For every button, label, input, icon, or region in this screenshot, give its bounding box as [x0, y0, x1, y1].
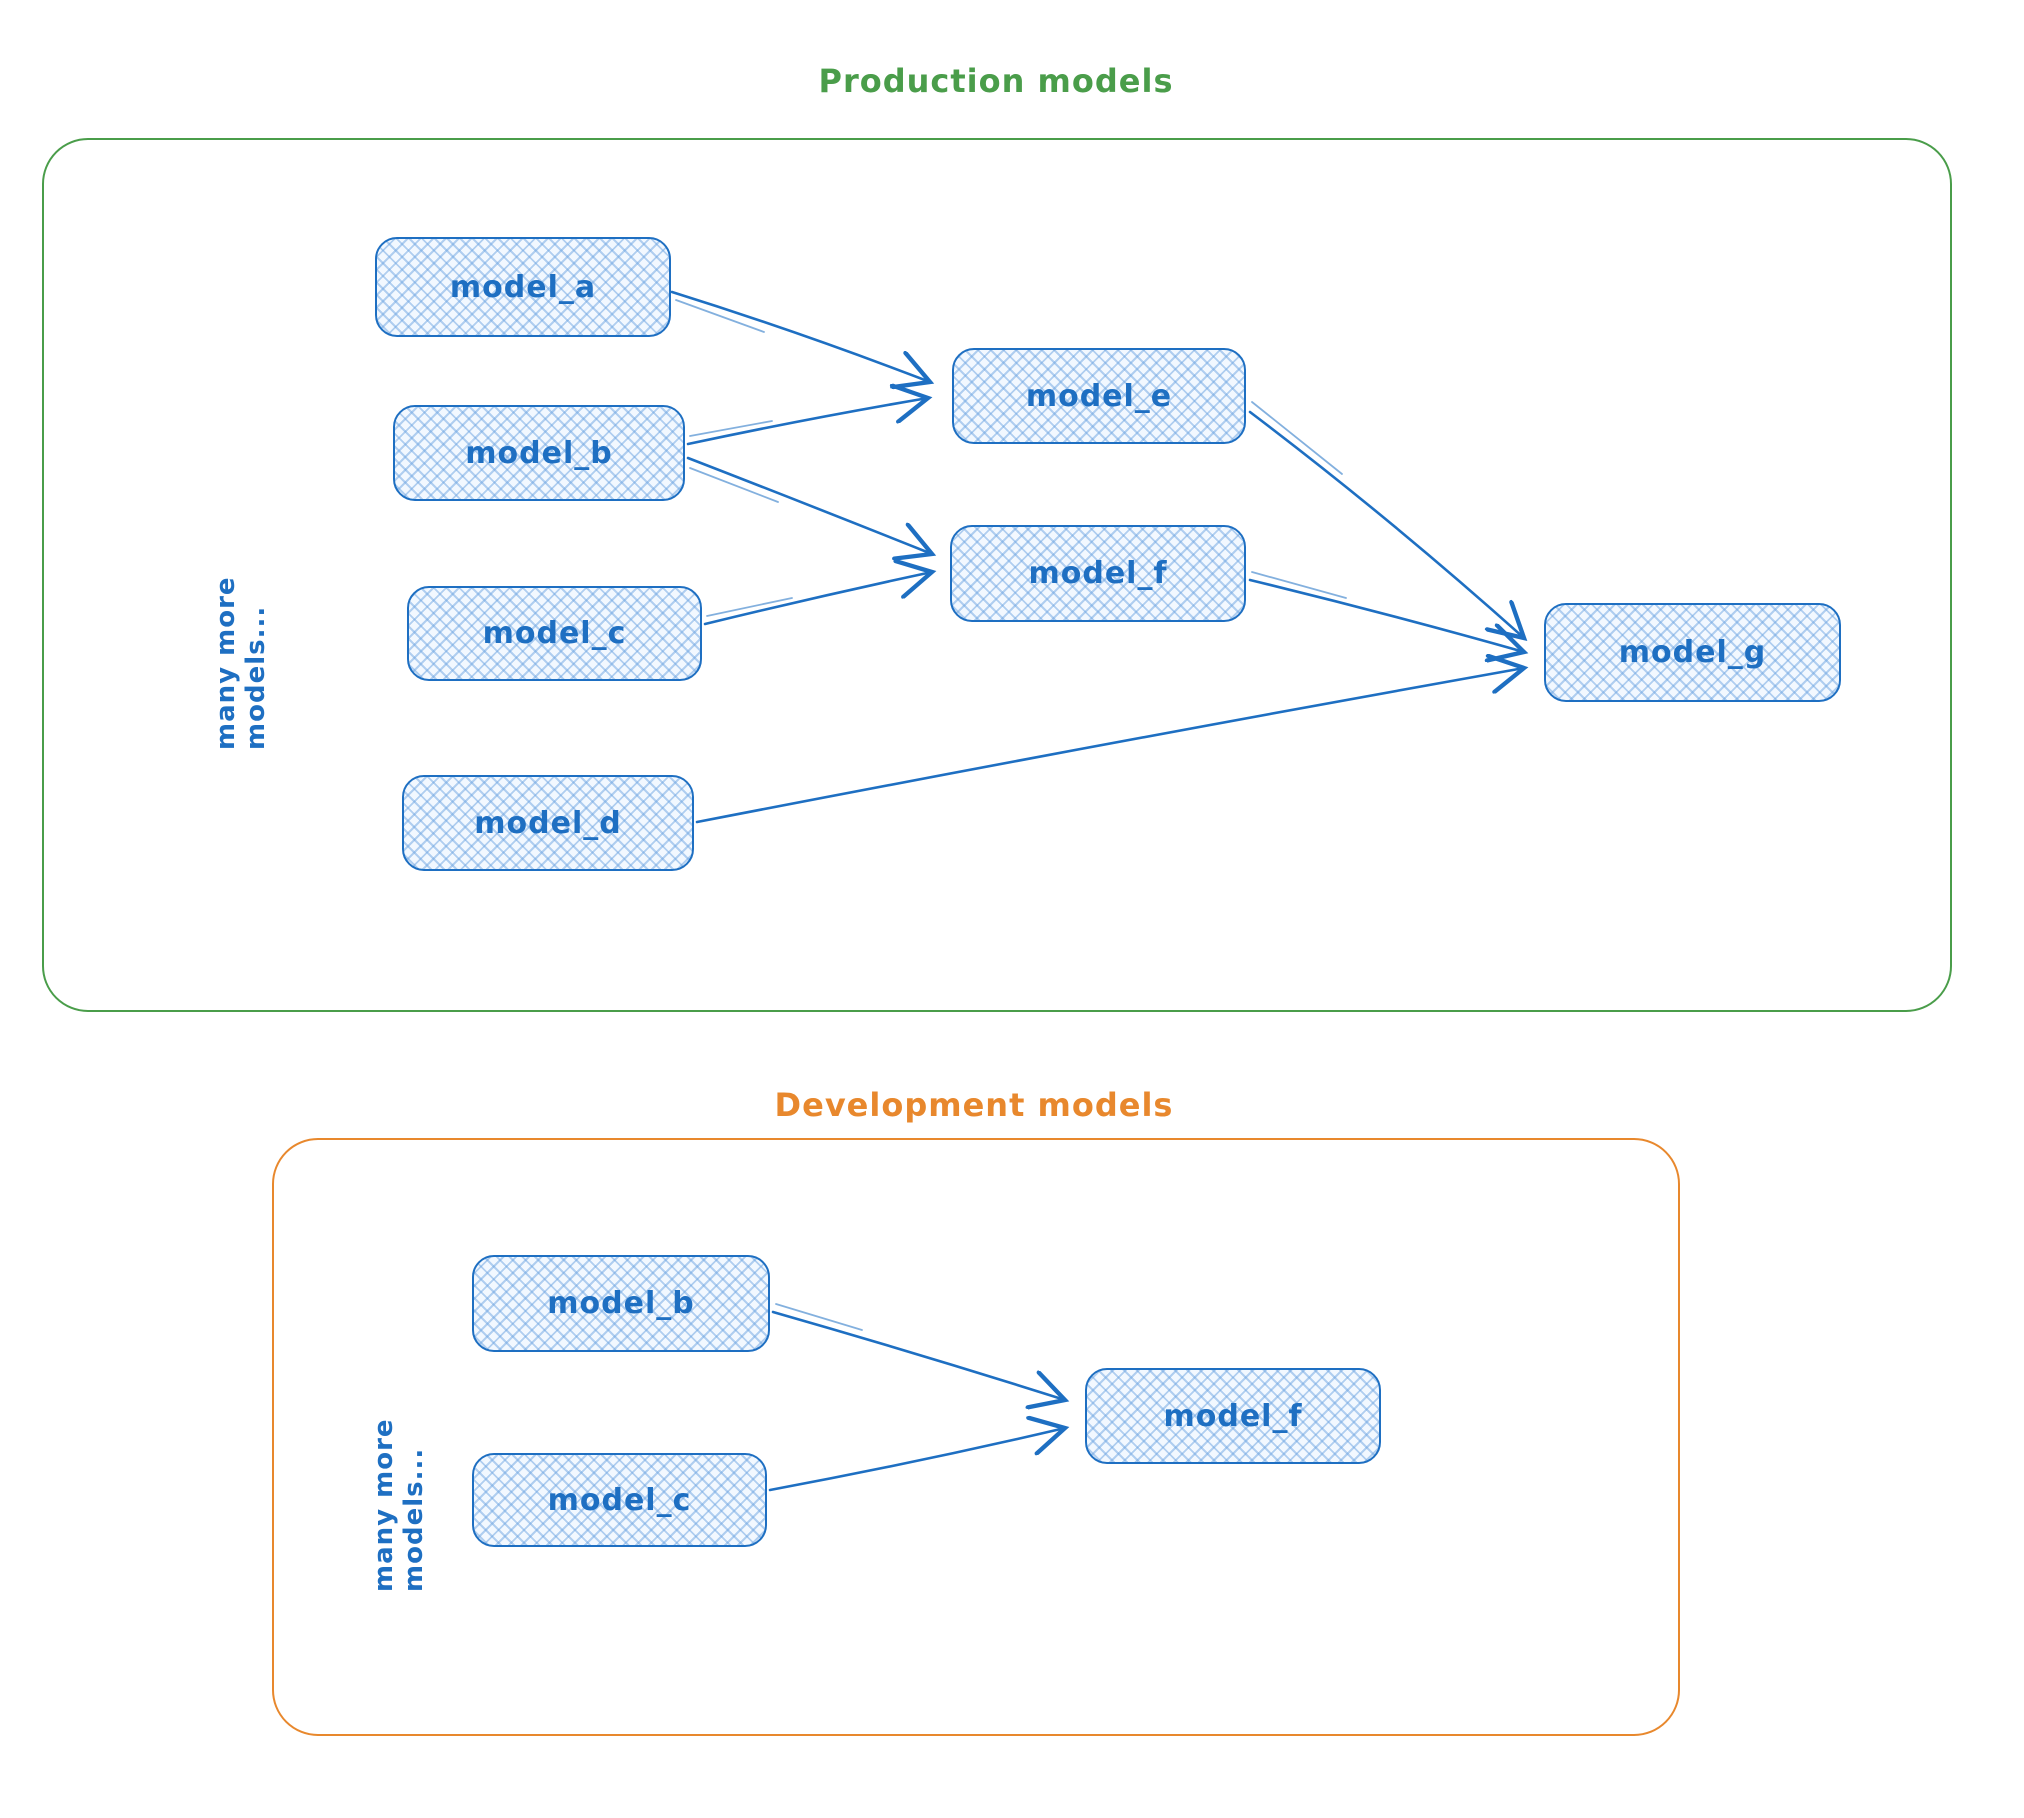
node-model-g: model_g [1544, 603, 1841, 702]
node-model-e: model_e [952, 348, 1246, 444]
node-model-g-label: model_g [1618, 635, 1767, 670]
node-model-a: model_a [375, 237, 671, 337]
dev-node-model-f-label: model_f [1163, 1398, 1303, 1434]
node-model-a-label: model_a [449, 269, 597, 305]
development-section-title: Development models [774, 1086, 1174, 1124]
dev-node-model-c: model_c [472, 1453, 767, 1547]
dev-node-model-f: model_f [1085, 1368, 1381, 1464]
node-model-f: model_f [950, 525, 1246, 622]
node-model-d: model_d [402, 775, 694, 871]
node-model-e-label: model_e [1025, 378, 1173, 414]
dev-node-model-b-label: model_b [547, 1286, 695, 1321]
development-many-more-models-note: many more models... [369, 1418, 429, 1592]
production-section-frame [42, 138, 1952, 1012]
dev-node-model-b: model_b [472, 1255, 770, 1352]
node-model-b-label: model_b [465, 435, 613, 471]
development-section-frame [272, 1138, 1680, 1736]
production-many-more-models-note: many more models... [211, 576, 271, 750]
node-model-c-label: model_c [482, 616, 627, 651]
node-model-d-label: model_d [474, 805, 622, 841]
dev-node-model-c-label: model_c [547, 1482, 692, 1518]
node-model-f-label: model_f [1028, 556, 1168, 591]
node-model-b: model_b [393, 405, 685, 501]
production-section-title: Production models [818, 62, 1174, 100]
node-model-c: model_c [407, 586, 702, 681]
